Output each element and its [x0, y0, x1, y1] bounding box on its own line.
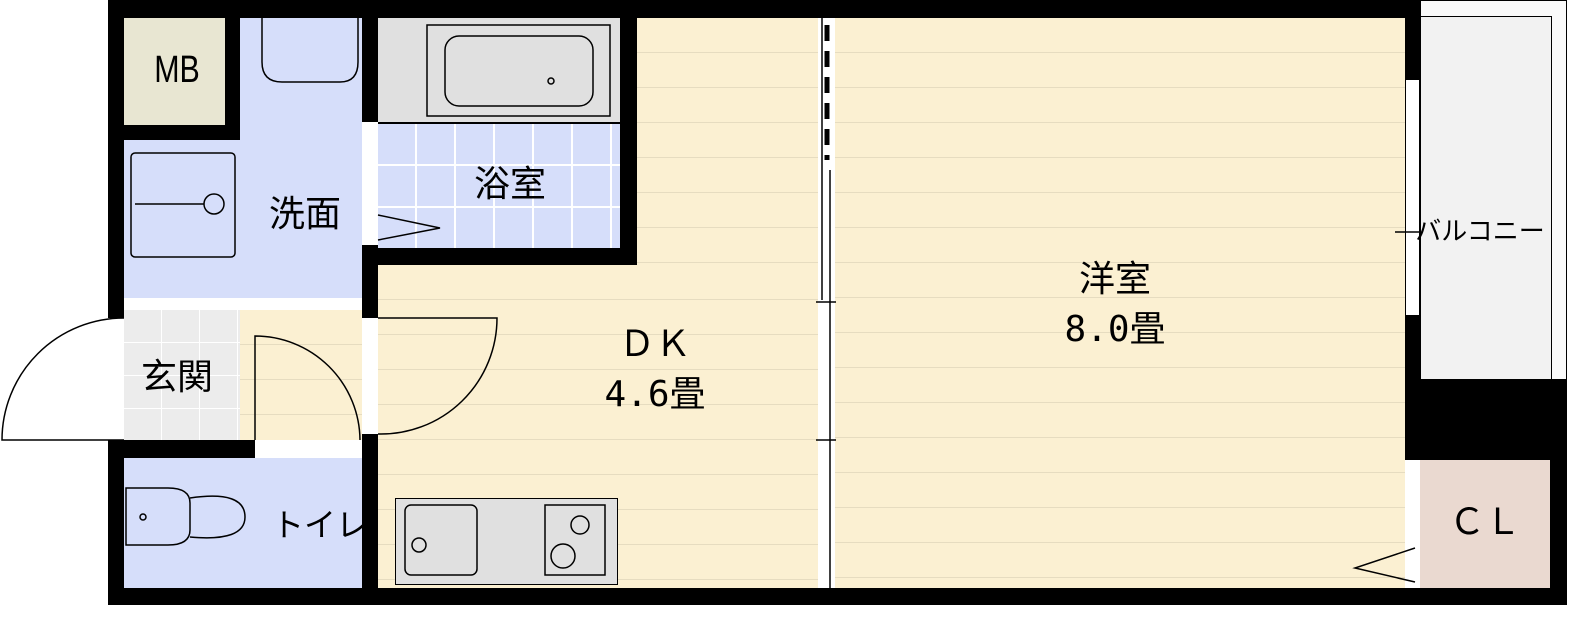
toilet-door-swing-icon: [254, 335, 361, 441]
mb-room: [124, 18, 225, 125]
toilet-label: トイレ: [271, 506, 369, 544]
toilet-icon: [125, 487, 191, 546]
entrance-floor: [124, 310, 240, 440]
toilet-floor: [124, 458, 362, 588]
dk-name-label: ＤＫ: [618, 324, 692, 365]
corridor-floor: [240, 310, 362, 440]
toilet-door-gap: [255, 440, 362, 458]
dk-floor-upper: [637, 18, 820, 268]
washroom-floor-lower: [124, 140, 362, 298]
washroom-label: 洗面: [268, 194, 342, 235]
door-gap: [362, 122, 378, 245]
dk-size-label: 4.6畳: [604, 374, 706, 415]
closet: [1420, 460, 1550, 588]
kitchen-counter: [395, 498, 618, 585]
mb-label: MB: [154, 49, 200, 91]
entrance-label: 玄関: [140, 357, 214, 398]
closet-door-gap[interactable]: [1405, 460, 1420, 588]
balcony-label: バルコニー: [1415, 217, 1545, 247]
bathroom-floor: [378, 124, 620, 248]
hall-gap: [124, 298, 362, 310]
dk-door-gap: [362, 318, 378, 434]
western-room-name-label: 洋室: [1078, 259, 1152, 300]
balcony-area: [1420, 0, 1567, 440]
balcony-window[interactable]: [1405, 80, 1420, 315]
western-room-size-label: 8.0畳: [1064, 309, 1166, 350]
washbasin-icon: [261, 18, 359, 83]
bathroom-label: 浴室: [473, 164, 547, 205]
stove-icon: [544, 504, 606, 576]
bath-door-icon: [377, 214, 441, 241]
bathtub-icon: [426, 24, 611, 117]
western-room-floor: [835, 18, 1405, 588]
washing-machine-pan-icon: [130, 152, 236, 258]
closet-door-icon: [1352, 547, 1416, 583]
entrance-door-gap: [108, 318, 124, 440]
closet-label: ＣＬ: [1448, 502, 1522, 543]
dk-door-swing-icon: [377, 317, 498, 435]
entrance-door-swing-icon: [1, 317, 125, 441]
